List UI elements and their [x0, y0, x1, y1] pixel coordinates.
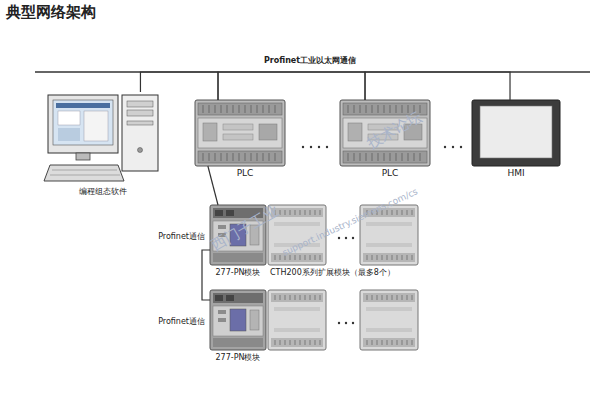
connector — [140, 72, 218, 100]
node-label: PLC — [237, 168, 254, 178]
connector — [208, 166, 218, 205]
comm-label: Profinet通信 — [158, 316, 205, 327]
diagram-title: 典型网络架构 — [6, 3, 96, 22]
node-label: 277-PN模块 — [216, 352, 261, 363]
node-label: 277-PN模块 — [216, 267, 261, 278]
hmi-node: HMI — [472, 100, 560, 166]
connector — [365, 72, 510, 100]
node-label: HMI — [507, 168, 524, 178]
pn-module-node: 277-PN模块 — [210, 290, 266, 350]
connector — [218, 72, 365, 100]
node-label: PLC — [382, 168, 399, 178]
node-label: 编程组态软件 — [79, 186, 127, 197]
comm-label: Profinet通信 — [158, 231, 205, 242]
plc-node: PLC — [195, 100, 285, 166]
expansion-label: CTH200系列扩展模块（最多8个） — [270, 267, 395, 278]
computer-node: 编程组态软件 — [45, 92, 160, 184]
edge-label: Profinet工业以太网通信 — [262, 55, 358, 66]
connector — [202, 250, 210, 300]
